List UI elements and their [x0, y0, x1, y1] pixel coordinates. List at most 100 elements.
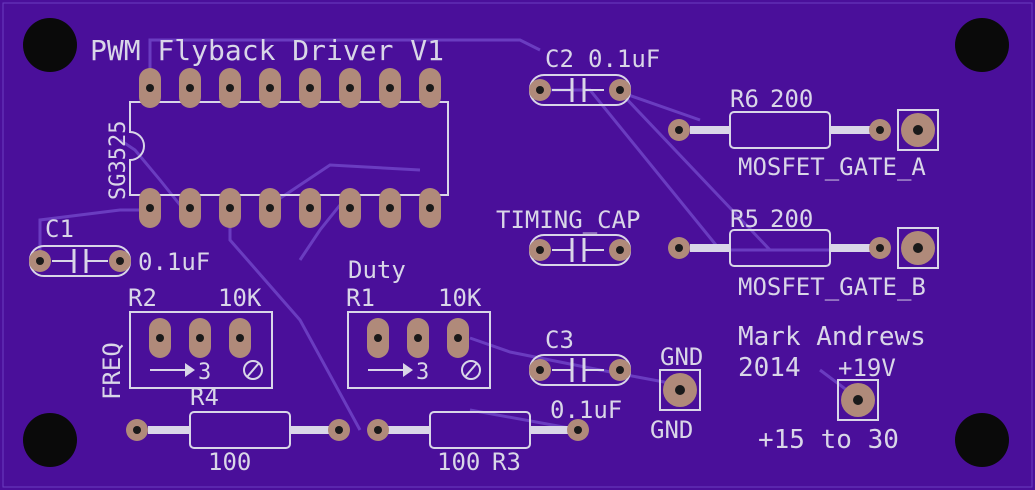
drill — [133, 426, 141, 434]
resistor-body — [429, 411, 531, 449]
cap-ref: TIMING_CAP — [496, 206, 641, 234]
drill — [675, 126, 683, 134]
drill — [346, 84, 354, 92]
adjust-slot — [246, 362, 260, 378]
pot-value: 10K — [218, 284, 262, 312]
net-label: MOSFET_GATE_A — [738, 153, 926, 181]
trace — [269, 163, 421, 207]
drill — [426, 84, 434, 92]
drill — [116, 257, 124, 265]
resistor-r3: 100 R3 — [367, 411, 589, 476]
year: 2014 — [738, 353, 801, 383]
trace — [148, 38, 541, 95]
mounting-hole — [955, 18, 1009, 72]
pot-label: Duty — [348, 256, 406, 284]
resistor-r6: R6 200 MOSFET_GATE_A — [668, 85, 926, 181]
cap-c3: C3 0.1uF — [529, 326, 631, 424]
drill — [876, 244, 884, 252]
drill — [226, 204, 234, 212]
trace — [619, 90, 701, 122]
cap-value: 0.1uF — [588, 45, 660, 73]
cap-value: 0.1uF — [138, 248, 210, 276]
drill — [36, 257, 44, 265]
ic-sg3525: SG3525 — [106, 68, 449, 228]
pot-r2: 3 R2 10K FREQ — [98, 284, 273, 400]
resistor-body — [189, 411, 291, 449]
drill — [196, 334, 204, 342]
ic-label: SG3525 — [106, 121, 131, 200]
mounting-hole — [23, 413, 77, 467]
drill — [236, 334, 244, 342]
resistor-value: 100 — [208, 448, 251, 476]
pot-ref: R1 — [346, 284, 375, 312]
drill — [913, 243, 923, 253]
drill — [675, 244, 683, 252]
cap-ref: C1 — [45, 215, 74, 243]
gnd-label-top: GND — [660, 343, 703, 371]
connector-outline — [897, 227, 939, 269]
drill — [853, 395, 863, 405]
voltage-range: +15 to 30 — [758, 425, 899, 455]
resistor-ref: R5 — [730, 205, 759, 233]
drill — [536, 246, 544, 254]
ic-outline — [129, 101, 449, 196]
pot-label: FREQ — [98, 342, 126, 400]
gnd-label-bottom: GND — [650, 416, 693, 444]
drill — [536, 366, 544, 374]
cap-ref: C2 — [545, 45, 574, 73]
resistor-ref: R6 — [730, 85, 759, 113]
adjust-icon — [243, 360, 263, 380]
drill — [226, 84, 234, 92]
vplus-label: +19V — [838, 354, 896, 382]
drill — [335, 426, 343, 434]
drill — [346, 204, 354, 212]
author-name: Mark Andrews — [738, 322, 926, 352]
drill — [306, 204, 314, 212]
drill — [386, 84, 394, 92]
cap-value: 0.1uF — [550, 396, 622, 424]
resistor-body — [729, 111, 831, 149]
mounting-holes — [23, 18, 1009, 467]
drill — [536, 86, 544, 94]
drill — [876, 126, 884, 134]
trace — [119, 138, 182, 206]
adjust-icon — [461, 360, 481, 380]
drill — [675, 385, 685, 395]
drill — [266, 84, 274, 92]
drill — [266, 204, 274, 212]
mounting-hole — [23, 18, 77, 72]
drill — [186, 204, 194, 212]
resistor-body — [729, 229, 831, 267]
pot-value: 10K — [438, 284, 482, 312]
resistor-ref: R3 — [492, 448, 521, 476]
trace — [38, 208, 140, 258]
drill — [156, 334, 164, 342]
drill — [913, 125, 923, 135]
ic-pads — [139, 68, 441, 228]
arrow-icon — [403, 363, 413, 377]
pot-r1: 3 R1 10K Duty — [346, 256, 491, 389]
drill — [146, 204, 154, 212]
pot-pin-mark: 3 — [416, 360, 429, 385]
pot-pin-mark: 3 — [198, 360, 211, 385]
resistor-r4: R4 100 — [126, 383, 350, 476]
resistor-r5: R5 200 MOSFET_GATE_B — [668, 205, 926, 301]
drill — [426, 204, 434, 212]
cap-c2: C2 0.1uF — [529, 45, 660, 106]
resistor-value: 200 — [770, 85, 813, 113]
connector-outline — [659, 369, 701, 411]
adjust-slot — [464, 362, 478, 378]
resistor-value: 100 — [437, 448, 480, 476]
drill — [616, 246, 624, 254]
connector-gate-a — [897, 109, 939, 151]
connector-gnd: GND GND — [650, 343, 703, 444]
pot-outline — [129, 311, 273, 389]
connector-vplus — [837, 379, 879, 421]
connector-outline — [837, 379, 879, 421]
drill — [454, 334, 462, 342]
drill — [146, 84, 154, 92]
cap-timing: TIMING_CAP — [496, 206, 641, 266]
drill — [386, 204, 394, 212]
